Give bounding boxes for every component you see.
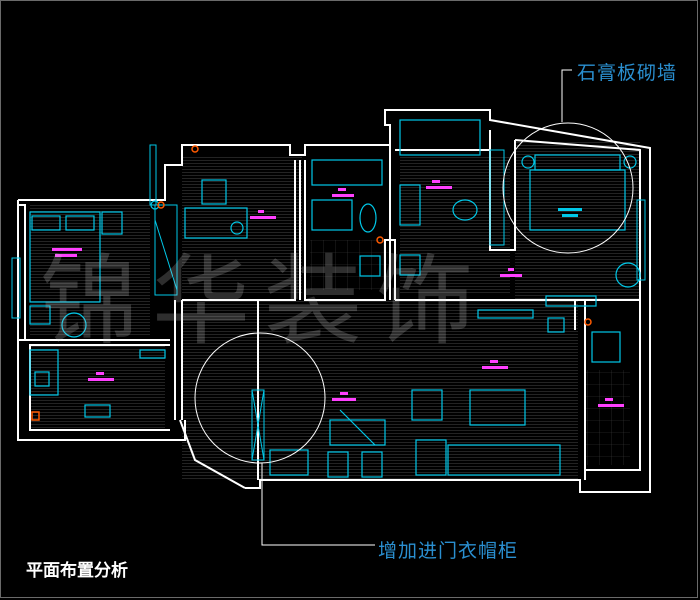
markers (31, 145, 592, 421)
room-labels (52, 180, 624, 407)
annotation-entry-cabinet: 增加进门衣帽柜 (378, 540, 519, 562)
highlight-circles (194, 122, 634, 464)
floor-hatching (30, 140, 640, 480)
leader-lines (261, 69, 572, 546)
annotation-gypsum-wall: 石膏板砌墙 (577, 62, 678, 84)
furniture (29, 119, 641, 478)
partition-strips (11, 144, 646, 461)
page-title: 平面布置分析 (26, 561, 128, 581)
